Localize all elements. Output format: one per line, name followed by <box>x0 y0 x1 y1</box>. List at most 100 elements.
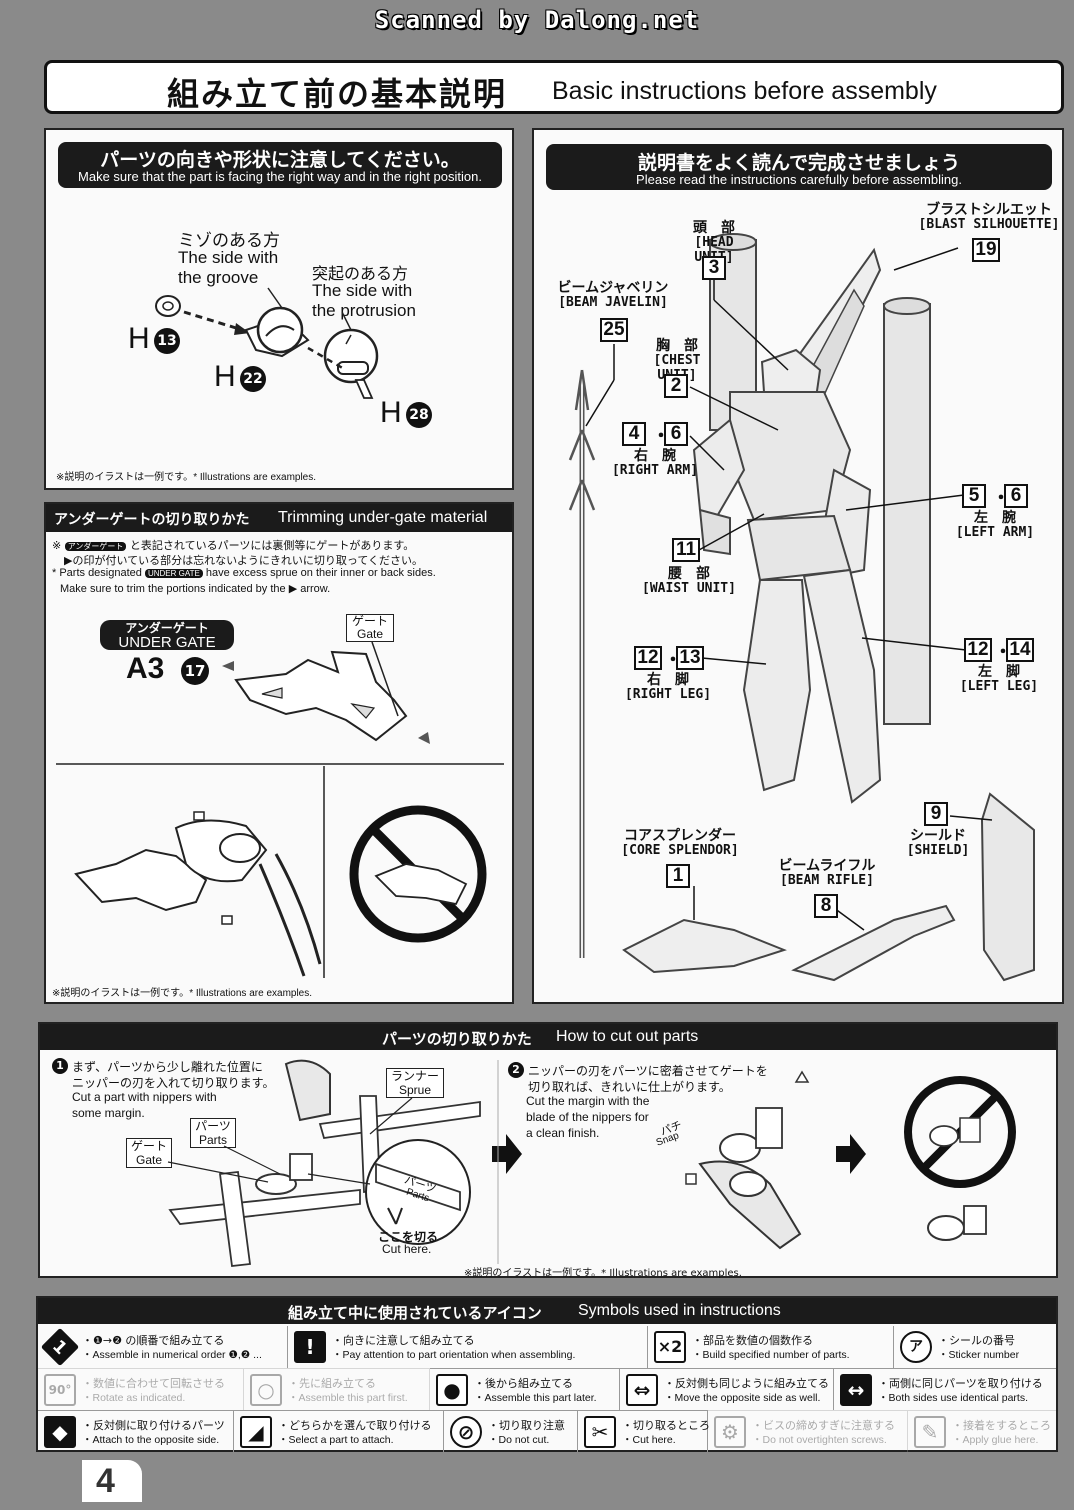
both-sides-icon: ↔ <box>840 1374 872 1406</box>
sticker-icon: ア <box>900 1331 932 1363</box>
multiply-two-icon: ×2 <box>654 1331 686 1363</box>
step-2-en-2: blade of the nippers for <box>526 1110 649 1124</box>
under-gate-illustration <box>56 641 504 978</box>
part-h13-letter: H <box>128 322 150 355</box>
symbols-title: 組み立て中に使用されているアイコン Symbols used in instru… <box>38 1298 1056 1324</box>
symbol-orientation: ! ・向きに注意して組み立てる ・Pay attention to part o… <box>288 1326 648 1368</box>
label-shield-number: 9 <box>924 802 948 826</box>
screw-icon: ⚙ <box>714 1416 746 1448</box>
groove-label-en-2: the groove <box>178 268 259 287</box>
label-left-leg-number-b: 14 <box>1006 638 1034 662</box>
label-right-leg-number-b: 13 <box>676 646 704 670</box>
symbol-both-sides: ↔ ・両側に同じパーツを取り付ける ・Both sides use identi… <box>834 1368 1056 1410</box>
groove-label-jp: ミゾのある方 <box>178 231 280 251</box>
under-gate-line-4: Make sure to trim the portions indicated… <box>60 583 331 595</box>
label-core-number: 1 <box>666 864 690 888</box>
glue-icon: ✎ <box>914 1416 946 1448</box>
part-h28-letter: H <box>380 396 402 429</box>
under-gate-part-label: A3 <box>126 652 165 685</box>
symbol-sticker: ア ・シールの番号 ・Sticker number <box>894 1326 1056 1368</box>
orientation-panel: パーツの向きや形状に注意してください。 Make sure that the p… <box>44 128 514 490</box>
step-2-en-3: a clean finish. <box>526 1126 600 1140</box>
step-2-jp-1: ニッパーの刃をパーツに密着させてゲートを <box>528 1064 768 1078</box>
triangle-arrow-icon: ▶ <box>288 583 298 595</box>
label-chest-number: 2 <box>664 374 688 398</box>
scan-credit: Scanned by Dalong.net <box>374 6 700 34</box>
under-gate-line-2: ▶の印が付いている部分は忘れないようにきれいに切り取ってください。 <box>64 554 424 567</box>
under-gate-badge: アンダーゲート <box>64 542 127 551</box>
part-h22-letter: H <box>214 360 236 393</box>
label-blast-number: 19 <box>972 238 1000 262</box>
page-title-en: Basic instructions before assembly <box>552 77 937 105</box>
label-right-arm-number-a: 4 <box>622 422 646 446</box>
read-instructions-title: 説明書をよく読んで完成させましょう Please read the instru… <box>546 144 1052 190</box>
label-beam-javelin: ビームジャベリン[BEAM JAVELIN] <box>557 280 669 311</box>
symbol-glue: ✎ ・接着をするところ ・Apply glue here. <box>908 1410 1056 1452</box>
page-number-tab: 4 <box>82 1460 142 1502</box>
cut-here-icon: ✂ <box>584 1416 616 1448</box>
label-core-splendor: コアスプレンダー[CORE SPLENDOR] <box>621 828 739 859</box>
opposite-side-icon: ⇔ <box>626 1374 658 1406</box>
symbol-do-not-cut: ⊘ ・切り取り注意 ・Do not cut. <box>444 1410 578 1452</box>
step-1-jp-2: ニッパーの刃を入れて切り取ります。 <box>72 1076 275 1090</box>
symbol-assemble-first: ○ ・先に組み立てる ・Assemble this part first. <box>244 1368 430 1410</box>
cut-here-jp: ここを切る <box>378 1230 439 1244</box>
gundam-illustration <box>568 233 1035 982</box>
cut-parts-title: パーツの切り取りかた How to cut out parts <box>40 1024 1056 1050</box>
select-part-icon: ◢ <box>240 1416 272 1448</box>
label-left-arm: 左 腕[LEFT ARM] <box>955 510 1035 541</box>
label-waist-number: 11 <box>672 538 700 562</box>
label-beam-rifle: ビームライフル[BEAM RIFLE] <box>778 858 876 889</box>
step-2-badge: 2 <box>508 1062 524 1078</box>
protrusion-label-en-1: The side with <box>312 281 413 300</box>
label-right-leg: 右 脚[RIGHT LEG] <box>624 672 712 703</box>
part-h22-number: 22 <box>240 366 266 392</box>
symbol-opposite-side: ⇔ ・反対側も同じように組み立てる ・Move the opposite sid… <box>620 1368 834 1410</box>
label-right-arm-number-b: 6 <box>664 422 688 446</box>
assemble-first-icon: ○ <box>250 1374 282 1406</box>
label-rifle-number: 8 <box>814 894 838 918</box>
label-head: 頭 部[HEAD UNIT] <box>693 220 735 265</box>
assemble-later-icon: ● <box>436 1374 468 1406</box>
do-not-cut-icon: ⊘ <box>450 1416 482 1448</box>
under-gate-line-3: * Parts designated UNDER GATE have exces… <box>52 567 436 579</box>
under-gate-part-number: 17 <box>181 657 209 685</box>
under-gate-line-1: ※ アンダーゲート と表記されているパーツには裏側等にゲートがあります。 <box>52 539 415 552</box>
step-1-badge: 1 <box>52 1058 68 1074</box>
label-waist: 腰 部[WAIST UNIT] <box>642 566 736 597</box>
label-right-leg-number-a: 12 <box>634 646 662 670</box>
step-1-en-2: some margin. <box>72 1106 145 1120</box>
step-1-jp-1: まず、パーツから少し離れた位置に <box>72 1060 263 1074</box>
groove-label-en-1: The side with <box>178 248 279 267</box>
cut-parts-note: ※説明のイラストは一例です。* Illustrations are exampl… <box>464 1268 742 1279</box>
label-left-leg-number-a: 12 <box>964 638 992 662</box>
symbol-attach-opposite: ◆ ・反対側に取り付けるパーツ ・Attach to the opposite … <box>38 1410 234 1452</box>
cut-here-en: Cut here. <box>382 1242 432 1256</box>
label-left-arm-number-a: 5 <box>962 484 986 508</box>
under-gate-panel: アンダーゲートの切り取りかた Trimming under-gate mater… <box>44 502 514 1004</box>
protrusion-label-jp: 突起のある方 <box>312 264 409 283</box>
orientation-note: ※説明のイラストは一例です。* Illustrations are exampl… <box>56 472 317 483</box>
symbol-multiply: ×2 ・部品を数値の個数作る ・Build specified number o… <box>648 1326 894 1368</box>
label-left-arm-number-b: 6 <box>1004 484 1028 508</box>
under-gate-badge-en: UNDER GATE <box>144 569 203 578</box>
part-h13-number: 13 <box>154 328 180 354</box>
symbol-rotate: 90° ・数値に合わせて回転させる ・Rotate as indicated. <box>38 1368 244 1410</box>
label-head-number: 3 <box>702 256 726 280</box>
cut-parts-illustration <box>167 1059 1016 1267</box>
under-gate-pill: アンダーゲート UNDER GATE <box>100 620 234 650</box>
orientation-title: パーツの向きや形状に注意してください。 Make sure that the p… <box>58 142 502 188</box>
step-1-en-1: Cut a part with nippers with <box>72 1090 217 1104</box>
attach-opposite-icon: ◆ <box>44 1416 76 1448</box>
label-shield: シールド[SHIELD] <box>906 828 970 859</box>
symbol-select-part: ◢ ・どちらかを選んで取り付ける ・Select a part to attac… <box>234 1410 444 1452</box>
page-number: 4 <box>96 1462 115 1500</box>
label-right-arm: 右 腕[RIGHT ARM] <box>611 448 699 479</box>
rotate-icon: 90° <box>44 1374 76 1406</box>
symbols-panel: 組み立て中に使用されているアイコン Symbols used in instru… <box>36 1296 1058 1452</box>
read-instructions-panel: 説明書をよく読んで完成させましょう Please read the instru… <box>532 128 1064 1004</box>
symbol-numerical-order: 1 ・❶→❷ の順番で組み立てる ・Assemble in numerical … <box>38 1326 288 1368</box>
step-2-jp-2: 切り取れば、きれいに仕上がります。 <box>528 1080 731 1094</box>
